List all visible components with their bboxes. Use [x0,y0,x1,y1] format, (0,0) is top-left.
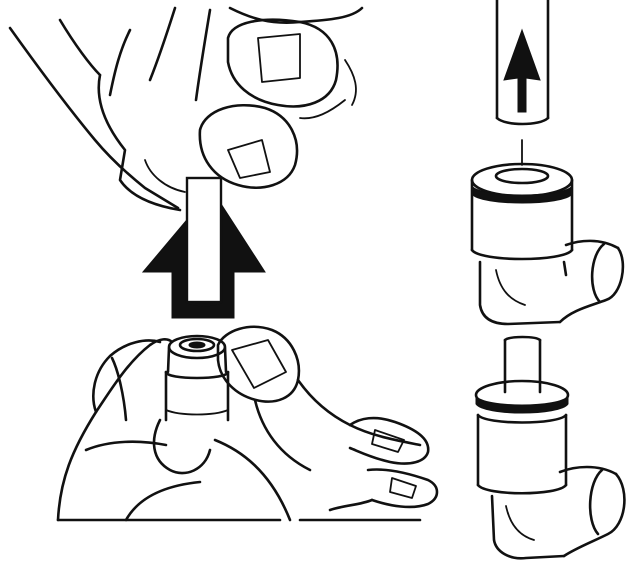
elbow-fitting-lower [476,337,624,558]
tube-with-arrow [497,0,548,165]
elbow-fitting-upper [472,164,623,324]
left-panel-release [10,8,437,520]
right-panel-insert [472,0,624,558]
lower-hands [58,327,437,520]
